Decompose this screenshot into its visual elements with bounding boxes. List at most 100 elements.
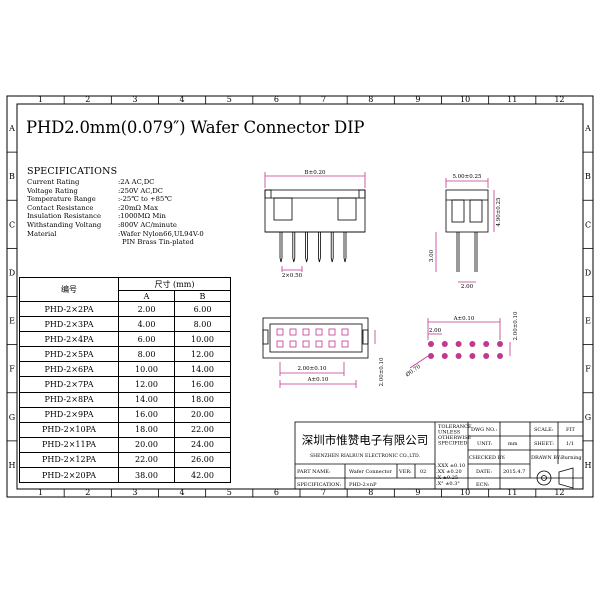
bottom-pin (328, 328, 336, 336)
grid-column-label-top: 9 (415, 95, 420, 104)
tolerance-xx: .XX ±0.20 (436, 469, 462, 475)
grid-column-label-top: 2 (85, 95, 90, 104)
pcb-a-dimension: A±0.10 (453, 316, 475, 322)
title-block (294, 421, 584, 490)
dim-b-cell: 16.00 (174, 376, 231, 393)
dim-a-cell: 2.00 (118, 300, 175, 318)
sheet-value: 1/1 (566, 441, 574, 447)
part-cell: PHD-2×4PA (19, 331, 119, 348)
pcb-hole (441, 341, 448, 347)
tolerance-x: .X ±0.25 (436, 475, 458, 481)
dim-b-cell: 14.00 (174, 361, 231, 378)
dim-a-cell: 22.00 (118, 451, 175, 469)
dim-b-cell: 6.00 (174, 300, 231, 318)
dim-a-cell: 8.00 (118, 346, 175, 363)
pcb-layout (409, 318, 511, 369)
spec-label: Current Rating (27, 178, 80, 186)
front-pin-tip (318, 257, 321, 263)
spec-value: :-25℃ to +85℃ (118, 195, 172, 204)
front-pin-tip (305, 257, 308, 263)
grid-column-label-bottom: 3 (132, 488, 137, 497)
grid-row-label-left: G (9, 413, 15, 422)
part-cell: PHD-2×20PA (19, 467, 119, 484)
pcb-hole (455, 341, 462, 347)
dim-b-cell: 10.00 (174, 331, 231, 348)
spec-label: Withstanding Voltang (27, 221, 102, 229)
scale-value: FIT (566, 427, 575, 433)
parts-header-b: B (174, 290, 231, 302)
grid-column-label-top: 5 (227, 95, 232, 104)
grid-row-label-right: D (585, 268, 591, 277)
spec-label: Temperature Range (27, 195, 96, 204)
bottom-pin (276, 328, 284, 336)
bottom-pin (315, 328, 323, 336)
side-bottom-dimension: 2.00 (461, 284, 474, 290)
grid-column-label-bottom: 2 (85, 488, 90, 497)
parts-header-size: 尺寸 (mm) (118, 277, 231, 291)
front-pin-tip (330, 257, 334, 263)
spec-value: :20mΩ Max (118, 203, 159, 212)
spec-value: :2A AC,DC (118, 178, 155, 186)
dim-a-cell: 6.00 (118, 331, 175, 348)
bottom-pin (302, 340, 310, 348)
part-cell: PHD-2×9PA (19, 406, 119, 423)
front-pitch-dimension: 2×0.50 (282, 273, 303, 279)
part-cell: PHD-2×10PA (19, 421, 119, 438)
pcb-hole (497, 353, 503, 359)
part-cell: PHD-2×6PA (19, 361, 119, 378)
dim-b-cell: 20.00 (174, 406, 231, 423)
bottom-pin (289, 340, 297, 348)
dim-b-cell: 8.00 (174, 316, 231, 333)
part-cell: PHD-2×7PA (19, 376, 119, 393)
bottom-pin (328, 340, 336, 348)
bottom-pin (341, 328, 349, 336)
grid-column-label-bottom: 1 (38, 488, 43, 497)
front-pin-tip (292, 257, 296, 263)
sheet-label: SHEET: (534, 441, 554, 447)
grid-column-label-top: 1 (38, 95, 43, 104)
grid-row-label-right: G (585, 413, 591, 422)
dim-a-cell: 20.00 (118, 436, 175, 453)
pcb-row-dimension: 2.00±0.10 (513, 311, 519, 341)
spec-value: :1000MΩ Min (118, 212, 166, 221)
part-name-label: PART NAME: (297, 469, 331, 475)
pcb-hole (469, 341, 476, 347)
spec-value: :Wafer Nylon66,UL94V-0 (118, 229, 204, 238)
bottom-pin (289, 328, 297, 336)
grid-column-label-bottom: 5 (227, 488, 232, 497)
dim-b-cell: 12.00 (174, 346, 231, 363)
specification-label: SPECIFICATION: (297, 482, 341, 488)
pcb-hole (428, 341, 434, 347)
grid-column-label-bottom: 7 (321, 488, 326, 497)
grid-column-label-bottom: 4 (180, 488, 185, 497)
part-cell: PHD-2×3PA (19, 316, 119, 333)
grid-row-label-right: F (585, 365, 591, 374)
part-cell: PHD-2×11PA (19, 436, 119, 453)
parts-header-part: 编号 (19, 277, 119, 302)
drawn-by-value: Burning (561, 455, 582, 461)
grid-column-label-bottom: 8 (368, 488, 373, 497)
spec-label: Voltage Rating (27, 186, 78, 195)
grid-row-label-right: A (584, 124, 591, 133)
grid-row-label-left: E (9, 317, 15, 326)
dim-a-cell: 38.00 (118, 467, 175, 484)
grid-row-label-left: B (9, 172, 15, 181)
pcb-hole (455, 353, 462, 359)
grid-row-label-left: H (9, 461, 16, 470)
scale-label: SCALE: (534, 427, 554, 433)
bottom-pin (315, 340, 323, 348)
grid-row-label-left: C (9, 220, 15, 229)
front-pin-tip (343, 257, 347, 263)
unit-value: mm (508, 441, 518, 447)
